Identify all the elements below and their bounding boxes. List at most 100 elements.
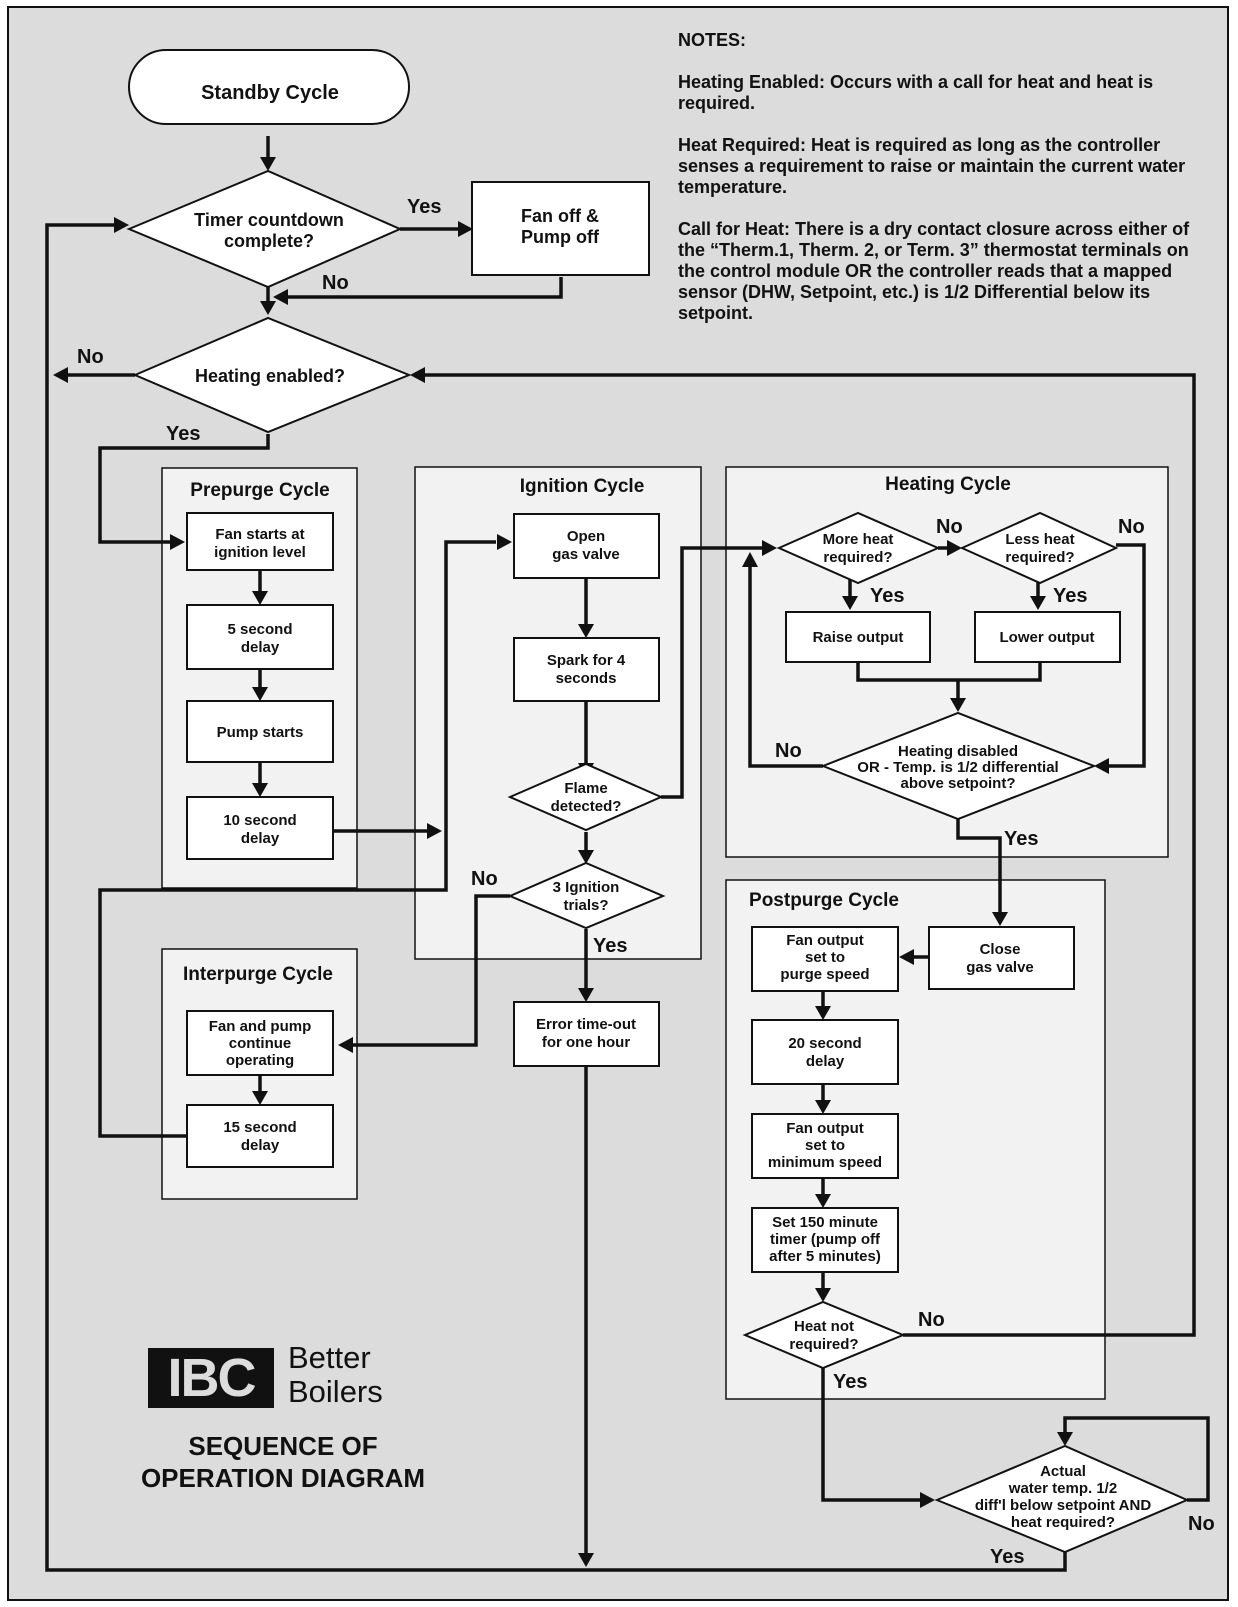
minspeed-label-1: Fan output [786, 1120, 863, 1137]
ignition-title: Ignition Cycle [520, 476, 645, 497]
arrow-to-purge [899, 949, 914, 965]
note-heat-required: Heat Required: Heat is required as long … [678, 135, 1186, 197]
note-call-for-heat: Call for Heat: There is a dry contact cl… [678, 219, 1190, 323]
lower-output-node [974, 611, 1121, 663]
more-no-label: No [936, 516, 963, 538]
arrow-to-closegas [992, 912, 1008, 926]
actual-label-1: Actual [1040, 1463, 1086, 1480]
arrow-to-fanoff [458, 221, 473, 237]
less-yes-label: Yes [1053, 585, 1087, 607]
arrow-less-no [1094, 758, 1109, 774]
nodes: Standby Cycle Timer countdown complete? … [126, 49, 1190, 1554]
connector-disabled-yes [956, 818, 1002, 914]
standby-node [128, 49, 410, 125]
actual-label-4: heat required? [1011, 1514, 1115, 1531]
connector-disabled-no [748, 565, 823, 768]
heaten-yes-label: Yes [166, 423, 200, 445]
spark-node [513, 637, 660, 702]
raise-output-node [785, 611, 931, 663]
connector-raise-merge [856, 662, 1042, 682]
pumpstart-label: Pump starts [217, 724, 304, 741]
purge-label-2: set to [805, 949, 845, 966]
actual-yes-label: Yes [990, 1546, 1024, 1568]
delay15-label-2: delay [241, 1137, 280, 1154]
delay-15-node [186, 1104, 334, 1168]
moreheat-label-2: required? [823, 549, 892, 566]
minimum-speed-node [751, 1113, 899, 1179]
arrow-to-ignition [427, 823, 442, 839]
arrow-to-delay5 [252, 591, 268, 605]
timer-150-node [751, 1207, 899, 1273]
arrowheads [53, 157, 1109, 1567]
opengas-label-2: gas valve [552, 546, 620, 563]
delay5-label-2: delay [241, 639, 280, 656]
delay20-label-2: delay [806, 1053, 845, 1070]
delay-5-node [186, 604, 334, 670]
arrow-to-spark [578, 624, 594, 638]
open-gas-node [513, 513, 660, 579]
arrow-to-pump [252, 687, 268, 701]
timer150-label-1: Set 150 minute [772, 1214, 878, 1231]
fanoff-label-1: Fan off & [521, 206, 599, 226]
actual-water-temp-decision [934, 1444, 1190, 1554]
arrow-to-moreheat [762, 540, 777, 556]
arrow-to-delay15 [252, 1091, 268, 1105]
disabled-label-3: above setpoint? [900, 775, 1015, 792]
caption-line2: OPERATION DIAGRAM [140, 1463, 426, 1493]
fanpump-label-3: operating [226, 1052, 294, 1069]
minspeed-label-2: set to [805, 1137, 845, 1154]
notes-heading: NOTES: [678, 30, 747, 50]
heatnot-label-2: required? [789, 1336, 858, 1353]
arrow-fanoff-back [273, 289, 288, 305]
arrow-error-down [578, 1553, 594, 1567]
branch-labels: Yes No No Yes No Yes No No Yes Yes No Ye… [77, 196, 1215, 1568]
minspeed-label-3: minimum speed [768, 1154, 882, 1171]
fanoff-label-2: Pump off [521, 227, 600, 247]
connector-flame-heating [661, 546, 762, 799]
diagram-caption: SEQUENCE OF OPERATION DIAGRAM [110, 1430, 456, 1494]
timer150-label-3: after 5 minutes) [769, 1248, 881, 1265]
spark-label-1: Spark for 4 [547, 652, 626, 669]
connector-heatnot-yes [821, 1366, 922, 1502]
heating-title: Heating Cycle [885, 474, 1011, 495]
flame-label-2: detected? [551, 798, 622, 815]
timer-countdown-decision [126, 169, 403, 289]
arrow-to-timer-left [114, 217, 129, 233]
fanstart-label-2: ignition level [214, 544, 306, 561]
trials-label-1: 3 Ignition [553, 879, 620, 896]
connector-fanoff-back [285, 277, 563, 299]
lessheat-label-1: Less heat [1005, 531, 1074, 548]
disabled-yes-label: Yes [1004, 828, 1038, 850]
delay-10-node [186, 796, 334, 860]
moreheat-label-1: More heat [823, 531, 894, 548]
fanstart-label-1: Fan starts at [215, 526, 304, 543]
fan-starts-node [186, 512, 334, 571]
arrow-to-heaten [260, 301, 276, 315]
connector-heaten-yes [98, 434, 270, 544]
purge-label-3: purge speed [780, 966, 869, 983]
connector-trials-no [352, 894, 510, 1047]
notes-block: NOTES: Heating Enabled: Occurs with a ca… [678, 30, 1213, 345]
ignition-trials-decision [507, 861, 666, 930]
connector-actual-no [1063, 1416, 1210, 1502]
timer150-label-2: timer (pump off [770, 1231, 881, 1248]
delay-20-node [751, 1019, 899, 1085]
connector-actual-yes [586, 1550, 1067, 1572]
delay5-label-1: 5 second [227, 621, 292, 638]
arrow-to-heatnot [815, 1288, 831, 1302]
connector-outer-loop [45, 223, 586, 1572]
closegas-label-1: Close [980, 941, 1021, 958]
interpurge-title: Interpurge Cycle [183, 964, 333, 985]
more-yes-label: Yes [870, 585, 904, 607]
prepurge-title: Prepurge Cycle [190, 480, 329, 501]
flame-label-1: Flame [564, 780, 607, 797]
arrow-to-trials [578, 850, 594, 864]
arrow-to-delay10 [252, 783, 268, 797]
delay10-label-1: 10 second [223, 812, 296, 829]
arrow-to-minspeed [815, 1100, 831, 1114]
timer-label-1: Timer countdown [194, 210, 344, 230]
actual-no-label: No [1188, 1513, 1215, 1535]
arrow-to-lower [1030, 596, 1046, 610]
trials-yes-label: Yes [593, 935, 627, 957]
heaten-no-label: No [77, 346, 104, 368]
